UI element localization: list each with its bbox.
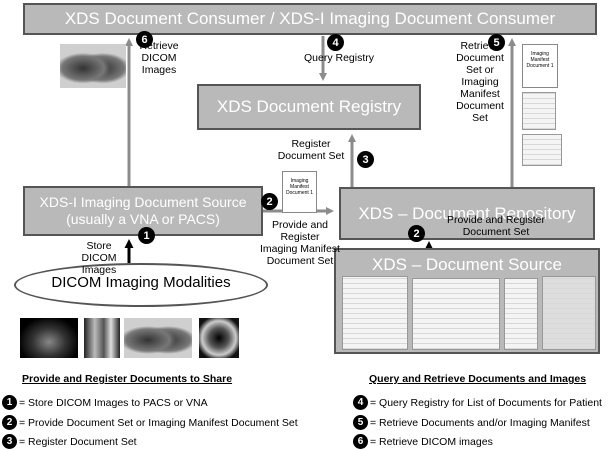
mri-image (84, 318, 120, 358)
document-sheet-image (504, 278, 538, 350)
legend-text: = Provide Document Set or Imaging Manife… (19, 416, 298, 429)
query-registry-label: Query Registry (303, 52, 375, 64)
endoscopy-image (199, 318, 239, 358)
step-badge-2: 2 (261, 193, 278, 210)
imaging-source-sublabel: (usually a VNA or PACS) (66, 211, 220, 227)
retrieved-document-image (522, 134, 562, 166)
legend-item: 6 = Retrieve DICOM images (353, 434, 493, 449)
modalities-ellipse (14, 263, 268, 307)
document-repository-label: XDS – Document Repository (358, 203, 576, 223)
legend-item: 5 = Retrieve Documents and/or Imaging Ma… (353, 415, 590, 430)
legend-text: = Retrieve DICOM images (370, 435, 493, 448)
step-badge-5: 5 (488, 34, 505, 51)
step-badge-4: 4 (327, 34, 344, 51)
legend-text: = Retrieve Documents and/or Imaging Mani… (370, 416, 590, 429)
modalities-label: DICOM Imaging Modalities (51, 274, 231, 291)
xray-image (124, 318, 192, 358)
legend-right-heading: Query and Retrieve Documents and Images (369, 373, 587, 385)
step-badge-3: 3 (357, 151, 374, 168)
legend-item: 1 = Store DICOM Images to PACS or VNA (2, 395, 208, 410)
document-registry-label: XDS Document Registry (216, 97, 402, 116)
step-badge-2: 2 (408, 225, 425, 242)
manifest-document-icon: Imaging Manifest Document 1 (522, 44, 558, 88)
legend-badge: 5 (353, 415, 368, 430)
document-sheet-image (412, 278, 500, 350)
document-sheet-image (542, 276, 596, 350)
document-consumer-label: XDS Document Consumer / XDS-I Imaging Do… (64, 9, 556, 28)
ultrasound-image (20, 318, 78, 358)
xray-thumbnail-image (60, 44, 126, 88)
imaging-source-label: XDS-I Imaging Document Source (39, 194, 247, 210)
legend-item: 2 = Provide Document Set or Imaging Mani… (2, 415, 298, 430)
document-consumer-box: XDS Document Consumer / XDS-I Imaging Do… (23, 3, 597, 35)
legend-badge: 2 (2, 415, 17, 430)
legend-badge: 4 (353, 395, 368, 410)
legend-badge: 6 (353, 434, 368, 449)
document-registry-box: XDS Document Registry (197, 84, 421, 130)
legend-item: 4 = Query Registry for List of Documents… (353, 395, 602, 410)
document-sheet-image (342, 276, 408, 350)
legend-badge: 3 (2, 434, 17, 449)
legend-text: = Store DICOM Images to PACS or VNA (19, 396, 208, 409)
legend-badge: 1 (2, 395, 17, 410)
legend-left-heading: Provide and Register Documents to Share (22, 373, 233, 385)
retrieved-document-image (522, 92, 556, 130)
document-repository-box: XDS – Document Repository (339, 187, 595, 240)
legend-item: 3 = Register Document Set (2, 434, 137, 449)
document-source-label: XDS – Document Source (372, 255, 562, 274)
manifest-document-icon: Imaging Manifest Document 1 (282, 171, 317, 213)
legend-text: = Register Document Set (19, 435, 137, 448)
step-badge-6: 6 (136, 31, 153, 48)
step-badge-1: 1 (138, 227, 155, 244)
legend-text: = Query Registry for List of Documents f… (370, 396, 602, 409)
